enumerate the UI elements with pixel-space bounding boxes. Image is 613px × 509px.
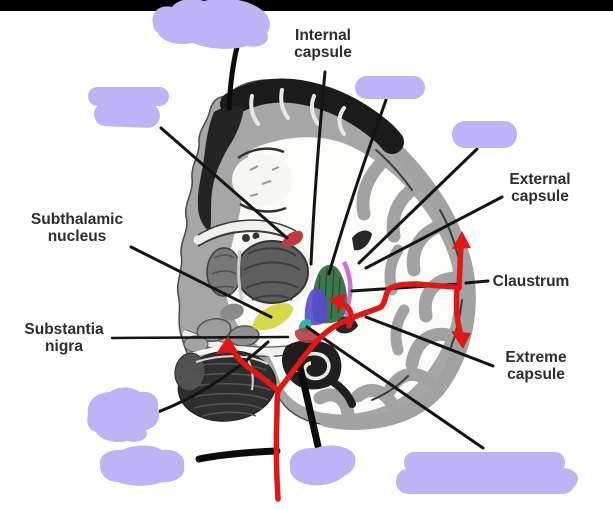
claustrum-line-dash — [464, 279, 490, 285]
red-hook — [342, 302, 355, 329]
label-text: External — [509, 171, 571, 188]
upper-red-highlight — [281, 230, 303, 247]
ventricle-hatching — [249, 165, 280, 197]
label-substantia-nigra: Substantia nigra — [24, 321, 103, 355]
label-text: Substantia — [24, 321, 104, 338]
medial-thalamus-texture — [211, 254, 237, 289]
red-vertical-up — [456, 244, 464, 291]
label-text: Subthalamic — [30, 211, 124, 228]
label-text: capsule — [294, 44, 352, 61]
globus-pallidus-highlight — [304, 288, 328, 326]
label-internal-capsule: Internal capsule — [294, 27, 352, 61]
substantia-nigra-line — [110, 335, 290, 340]
red-annotation — [216, 231, 471, 502]
bottom-horizontal-marker-stroke — [195, 447, 281, 463]
answer-cover-blobs — [87, 0, 578, 494]
external-capsule-line — [364, 195, 504, 270]
thalamus-striations — [243, 247, 301, 301]
top-black-bar — [0, 0, 613, 11]
hidden-label-line-upper-right-1 — [327, 98, 388, 276]
hidden-label-line-upper-right-2 — [357, 147, 479, 265]
cover-blob-bottom-right — [396, 452, 578, 494]
hidden-label-line-upper-left — [159, 126, 289, 240]
bottom-vertical-marker-stroke — [295, 359, 322, 450]
top-marker-stroke — [226, 44, 240, 111]
cover-blob-upper-left — [88, 87, 169, 128]
red-vertical-down — [453, 285, 463, 334]
label-text: capsule — [511, 188, 569, 205]
hidden-label-line-lower-left — [156, 340, 270, 414]
extreme-capsule-line — [364, 315, 495, 368]
label-text: Extreme — [505, 349, 567, 366]
red-arrowhead-up — [452, 231, 471, 249]
cover-blob-right-1 — [355, 76, 425, 99]
cover-blob-bottom-center — [289, 445, 356, 486]
label-text: capsule — [507, 366, 565, 383]
label-text: Claustrum — [492, 273, 570, 290]
label-external-capsule: External capsule — [509, 171, 570, 205]
cover-blob-top — [152, 0, 271, 49]
marker-strokes — [195, 44, 322, 463]
label-text: nucleus — [47, 228, 107, 245]
subthalamic-nucleus-line — [129, 245, 273, 319]
subthalamic-nucleus-highlight — [252, 303, 293, 331]
cover-blob-lower-left — [87, 387, 160, 442]
label-claustrum: Claustrum — [493, 273, 570, 290]
red-arrowhead-left-up — [216, 336, 238, 354]
red-arrowhead-hook — [329, 293, 346, 311]
cover-blob-right-2 — [452, 121, 517, 148]
hidden-label-line-lower-right — [305, 325, 485, 450]
dark-band-gyri-gaps — [249, 88, 346, 136]
internal-capsule-line — [309, 70, 327, 266]
label-extreme-capsule: Extreme capsule — [505, 349, 566, 383]
label-subthalamic-nucleus: Subthalamic nucleus — [31, 211, 123, 245]
brain-illustration — [174, 78, 476, 430]
red-branch-right — [275, 281, 457, 394]
label-text: Internal — [295, 27, 351, 44]
red-stem — [273, 388, 281, 502]
cover-blob-bottom-left — [99, 445, 185, 486]
label-text: nigra — [45, 338, 83, 355]
red-arrowhead-down — [451, 331, 471, 349]
